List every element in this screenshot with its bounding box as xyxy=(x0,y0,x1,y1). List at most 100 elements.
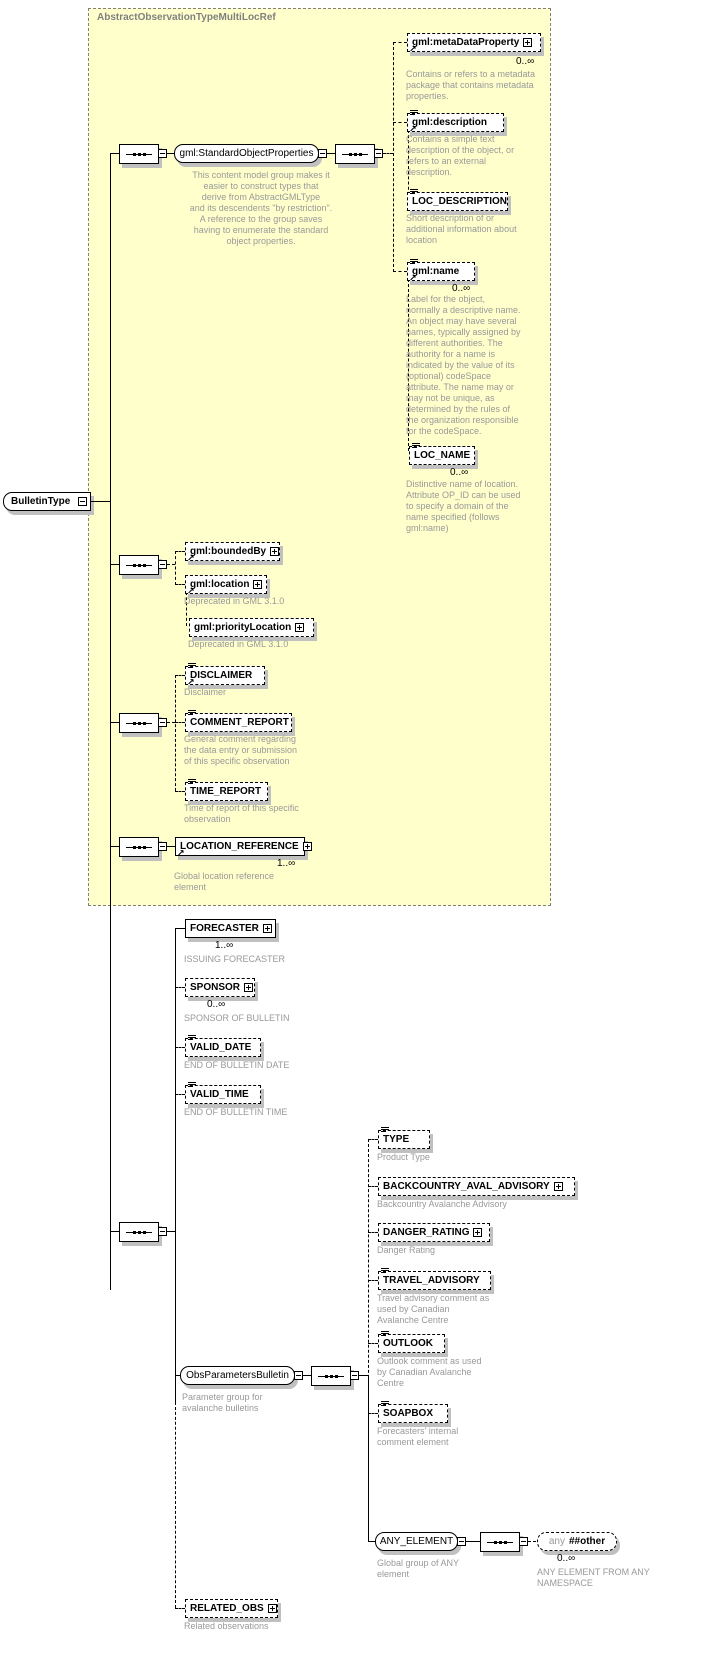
forecaster-node[interactable]: FORECASTER xyxy=(185,919,276,938)
travel-advisory-node[interactable]: TRAVEL_ADVISORY xyxy=(378,1268,491,1290)
loc-description-doc: Short description of or additional infor… xyxy=(406,213,517,245)
priority-location-node[interactable]: gml:priorityLocation xyxy=(189,618,314,637)
sop-toggle[interactable] xyxy=(318,149,327,158)
root-type-node[interactable]: BulletinType xyxy=(3,492,91,511)
sequence-compositor-d[interactable] xyxy=(119,713,159,733)
any-element-link xyxy=(368,1541,375,1542)
any-other-doc: ANY ELEMENT FROM ANY NAMESPACE xyxy=(537,1567,650,1588)
sequence-compositor-e[interactable] xyxy=(119,837,159,857)
comment-report-doc: General comment regarding the data entry… xyxy=(184,734,298,766)
reference-arrow-icon: ↗ xyxy=(409,273,417,283)
location-expand-toggle[interactable] xyxy=(253,580,263,589)
name-link xyxy=(393,271,407,272)
reference-arrow-icon: ↗ xyxy=(187,553,195,563)
valid-time-label: VALID_TIME xyxy=(190,1088,249,1100)
type-node[interactable]: TYPE xyxy=(378,1127,430,1149)
soapbox-doc: Forecasters' internal comment element xyxy=(377,1426,459,1447)
branch-a-riser xyxy=(110,153,111,502)
meta-data-property-link xyxy=(393,42,407,43)
backcountry-expand-toggle[interactable] xyxy=(553,1182,563,1191)
obs-parameters-toggle[interactable] xyxy=(294,1371,303,1380)
sequence-compositor-c[interactable] xyxy=(119,555,159,575)
danger-rating-expand-toggle[interactable] xyxy=(473,1228,483,1237)
simple-type-icon xyxy=(381,1331,389,1337)
seq-h-toggle[interactable] xyxy=(519,1537,528,1546)
standard-object-properties-node[interactable]: gml:StandardObjectProperties xyxy=(174,144,319,163)
location-reference-cardinality: 1..∞ xyxy=(277,858,296,869)
backcountry-link xyxy=(368,1186,378,1187)
seq-b-toggle[interactable] xyxy=(374,149,383,158)
forecaster-cardinality: 1..∞ xyxy=(215,940,234,951)
disclaimer-node[interactable]: ↗ DISCLAIMER xyxy=(185,663,265,687)
loc-name-node[interactable]: LOC_NAME xyxy=(409,443,475,465)
related-obs-label: RELATED_OBS xyxy=(190,1602,264,1614)
root-collapse-toggle[interactable] xyxy=(78,497,87,506)
name-choice-riser xyxy=(408,279,409,451)
sponsor-expand-toggle[interactable] xyxy=(244,983,254,992)
location-reference-node[interactable]: ↗ LOCATION_REFERENCE xyxy=(175,837,312,858)
time-report-node[interactable]: TIME_REPORT xyxy=(185,779,268,801)
description-node[interactable]: ↗ gml:description xyxy=(407,110,504,134)
meta-data-property-expand-toggle[interactable] xyxy=(523,38,533,47)
priority-location-expand-toggle[interactable] xyxy=(295,623,305,632)
disclaimer-link xyxy=(175,675,185,676)
comment-report-label: COMMENT_REPORT xyxy=(190,716,289,728)
sponsor-cardinality: 0..∞ xyxy=(207,999,226,1010)
any-other-wildcard-node[interactable]: any ##other xyxy=(537,1532,617,1551)
sequence-compositor-a[interactable] xyxy=(119,144,159,164)
type-link xyxy=(368,1139,378,1140)
bounded-by-node[interactable]: ↗ gml:boundedBy xyxy=(185,542,280,563)
forecaster-expand-toggle[interactable] xyxy=(262,924,272,933)
travel-advisory-label: TRAVEL_ADVISORY xyxy=(383,1274,480,1286)
bounded-by-expand-toggle[interactable] xyxy=(270,547,280,556)
simple-type-icon xyxy=(188,710,196,716)
meta-data-property-node[interactable]: ↗ gml:metaDataProperty xyxy=(407,33,541,54)
seq-e-toggle[interactable] xyxy=(158,842,167,851)
valid-date-doc: END OF BULLETIN DATE xyxy=(184,1060,290,1070)
sequence-compositor-g[interactable] xyxy=(311,1366,351,1386)
comment-report-node[interactable]: COMMENT_REPORT xyxy=(185,710,292,732)
location-reference-expand-toggle[interactable] xyxy=(302,842,312,851)
outlook-node[interactable]: OUTLOOK xyxy=(378,1331,445,1353)
seq-c-toggle[interactable] xyxy=(158,560,167,569)
obs-parameters-bulletin-node[interactable]: ObsParametersBulletin xyxy=(180,1366,295,1385)
soapbox-node[interactable]: SOAPBOX xyxy=(378,1401,448,1423)
sequence-compositor-f[interactable] xyxy=(119,1222,159,1242)
loc-description-node[interactable]: LOC_DESCRIPTION xyxy=(407,189,508,211)
simple-type-icon xyxy=(410,189,418,195)
travel-advisory-link xyxy=(368,1280,378,1281)
forecaster-doc: ISSUING FORECASTER xyxy=(184,954,286,964)
valid-time-node[interactable]: VALID_TIME xyxy=(185,1082,261,1104)
sponsor-node[interactable]: SPONSOR xyxy=(185,978,255,997)
extension-base-title: AbstractObservationTypeMultiLocRef xyxy=(97,12,276,23)
sequence-compositor-h[interactable] xyxy=(480,1532,520,1552)
obs-parameters-link xyxy=(175,1375,181,1376)
seq-d-toggle[interactable] xyxy=(158,718,167,727)
any-element-node[interactable]: ANY_ELEMENT xyxy=(375,1532,458,1551)
valid-date-node[interactable]: VALID_DATE xyxy=(185,1035,261,1057)
seq-a-toggle[interactable] xyxy=(158,149,167,158)
seq-e-out-line xyxy=(167,846,175,847)
soapbox-link xyxy=(368,1413,378,1414)
type-label: TYPE xyxy=(383,1133,410,1145)
seq-h-out-line xyxy=(528,1541,536,1542)
simple-type-icon xyxy=(188,1082,196,1088)
sequence-compositor-b[interactable] xyxy=(335,144,375,164)
obs-children-distributor-solid xyxy=(368,1375,369,1541)
danger-rating-node[interactable]: DANGER_RATING xyxy=(378,1223,490,1242)
loc-description-label: LOC_DESCRIPTION xyxy=(412,195,508,207)
block-e-distributor-dashed xyxy=(175,1402,176,1608)
seq-f-toggle[interactable] xyxy=(158,1227,167,1236)
related-obs-node[interactable]: RELATED_OBS xyxy=(185,1599,278,1618)
any-element-toggle[interactable] xyxy=(457,1537,466,1546)
seq-g-toggle[interactable] xyxy=(350,1371,359,1380)
danger-rating-link xyxy=(368,1232,378,1233)
related-obs-doc: Related observations xyxy=(184,1621,269,1631)
root-type-label: BulletinType xyxy=(11,495,71,507)
time-report-label: TIME_REPORT xyxy=(190,785,262,797)
backcountry-aval-advisory-node[interactable]: BACKCOUNTRY_AVAL_ADVISORY xyxy=(378,1177,575,1196)
danger-rating-label: DANGER_RATING xyxy=(383,1226,470,1238)
location-node[interactable]: ↗ gml:location xyxy=(185,575,267,596)
name-node[interactable]: ↗ gml:name xyxy=(407,259,475,283)
related-obs-expand-toggle[interactable] xyxy=(267,1604,277,1613)
